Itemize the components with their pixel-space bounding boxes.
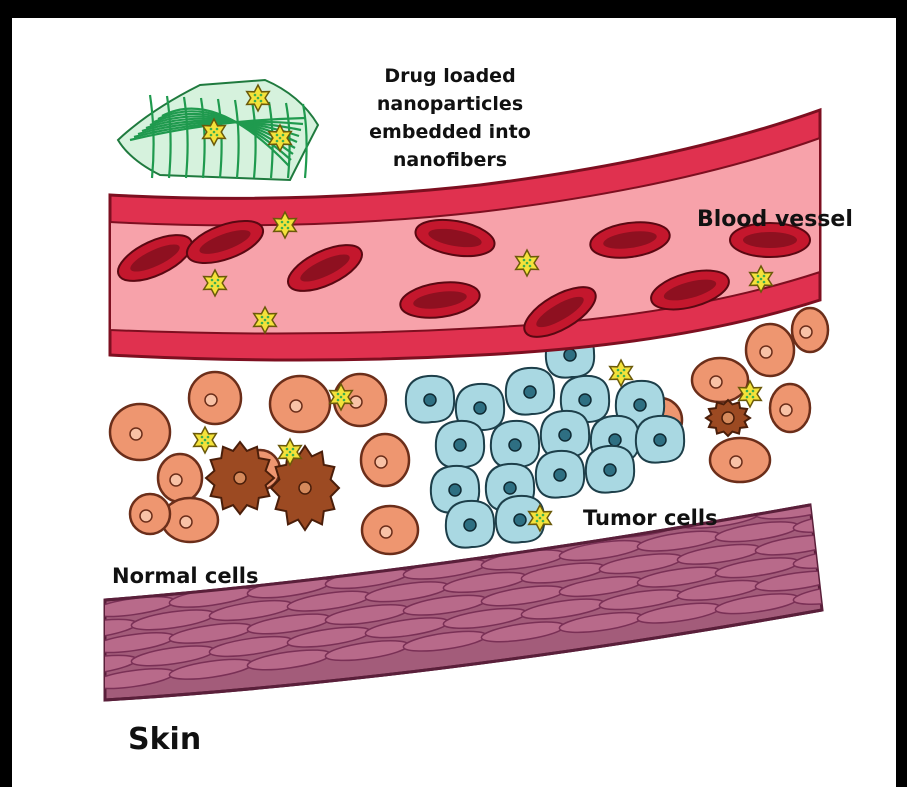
- normal-cell-icon: [792, 308, 828, 352]
- tumor-cells-label: Tumor cells: [583, 506, 718, 530]
- normal-cell-icon: [770, 384, 810, 432]
- nanofiber-label-line-3: embedded into: [300, 118, 600, 146]
- nanofiber-label: Drug loaded nanoparticles embedded into …: [300, 62, 600, 174]
- normal-cell-icon: [692, 358, 748, 402]
- normal-cell-icon: [710, 438, 770, 482]
- normal-cell-icon: [158, 454, 202, 502]
- normal-cell-icon: [362, 506, 418, 554]
- tumor-cell-icon: [491, 421, 539, 468]
- normal-cell-icon: [361, 434, 409, 486]
- nanofiber-label-line-2: nanoparticles: [300, 90, 600, 118]
- normal-cell-icon: [746, 324, 794, 376]
- tumor-cell-icon: [586, 446, 634, 493]
- tumor-cell-icon: [636, 416, 684, 463]
- normal-cell-icon: [270, 376, 330, 432]
- normal-cells-label: Normal cells: [112, 564, 259, 588]
- tumor-cell-icon: [536, 451, 584, 498]
- nanofiber-label-line-4: nanofibers: [300, 146, 600, 174]
- tumor-cell-icon: [446, 501, 494, 548]
- normal-cell-icon: [189, 372, 241, 424]
- normal-cell-icon: [130, 494, 170, 534]
- tumor-cell-icon: [436, 421, 484, 468]
- tumor-cell-icon: [406, 376, 454, 423]
- tumor-cell-icon: [506, 368, 554, 415]
- normal-cell-icon: [162, 498, 218, 542]
- skin-label: Skin: [128, 722, 201, 757]
- nanofiber-label-line-1: Drug loaded: [300, 62, 600, 90]
- blood-vessel-label: Blood vessel: [697, 207, 853, 232]
- normal-cell-icon: [110, 404, 170, 460]
